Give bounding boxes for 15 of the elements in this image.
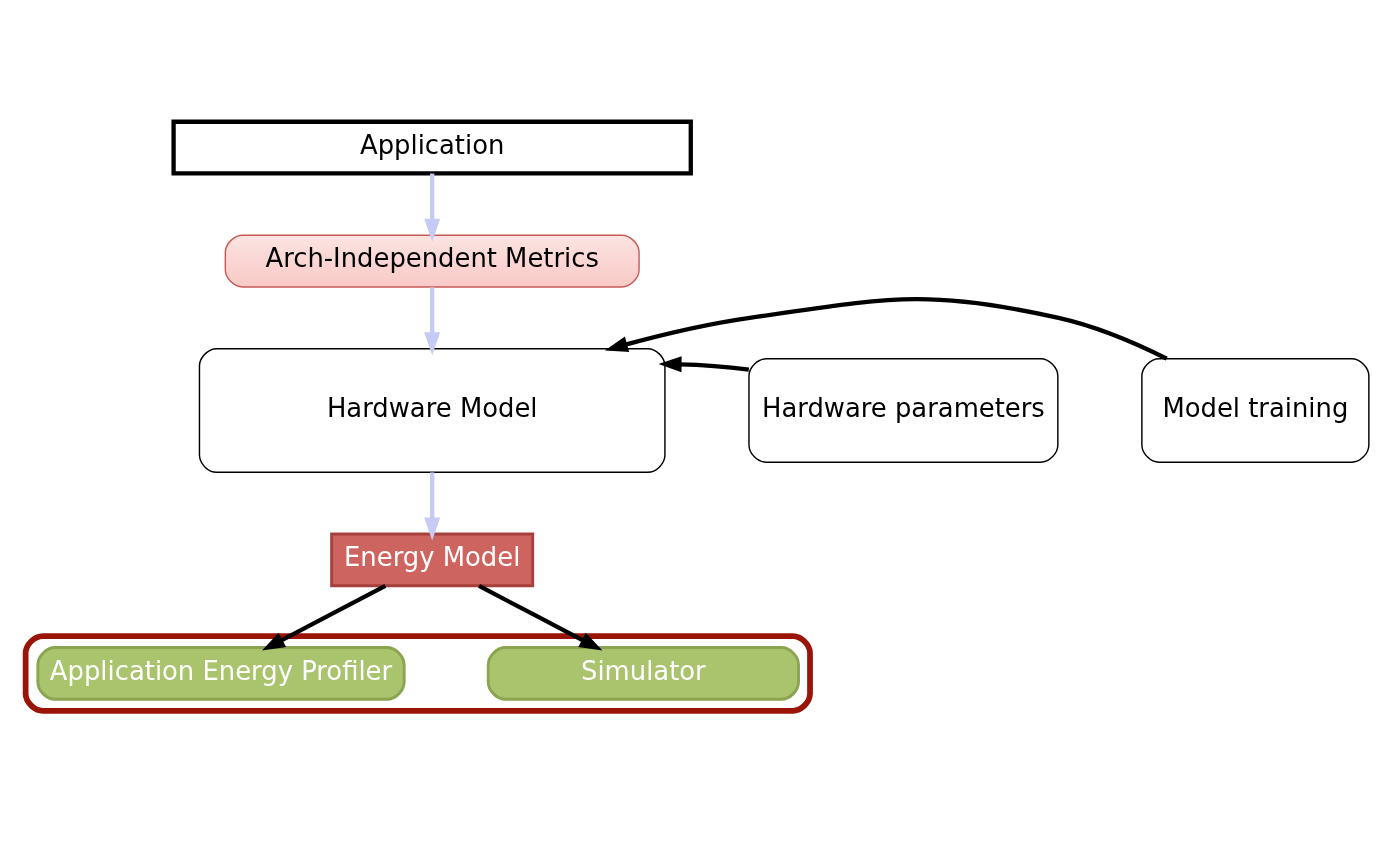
arrow [261,584,387,651]
node-box: Application Energy Profiler [36,646,406,701]
node-box: Energy Model [330,532,535,588]
node-box: Hardware parameters [748,358,1059,463]
node-box: Simulator [486,646,800,701]
arrow [424,472,441,541]
node-box: Model training [1141,358,1370,463]
node-box: Arch-Independent Metrics [224,234,640,288]
node-box: Application [171,119,693,176]
node-box: Hardware Model [198,348,666,473]
arrow [658,356,750,373]
arrow [424,287,441,356]
arrow [424,173,441,242]
arrow [478,584,603,651]
arrow [604,297,1168,361]
